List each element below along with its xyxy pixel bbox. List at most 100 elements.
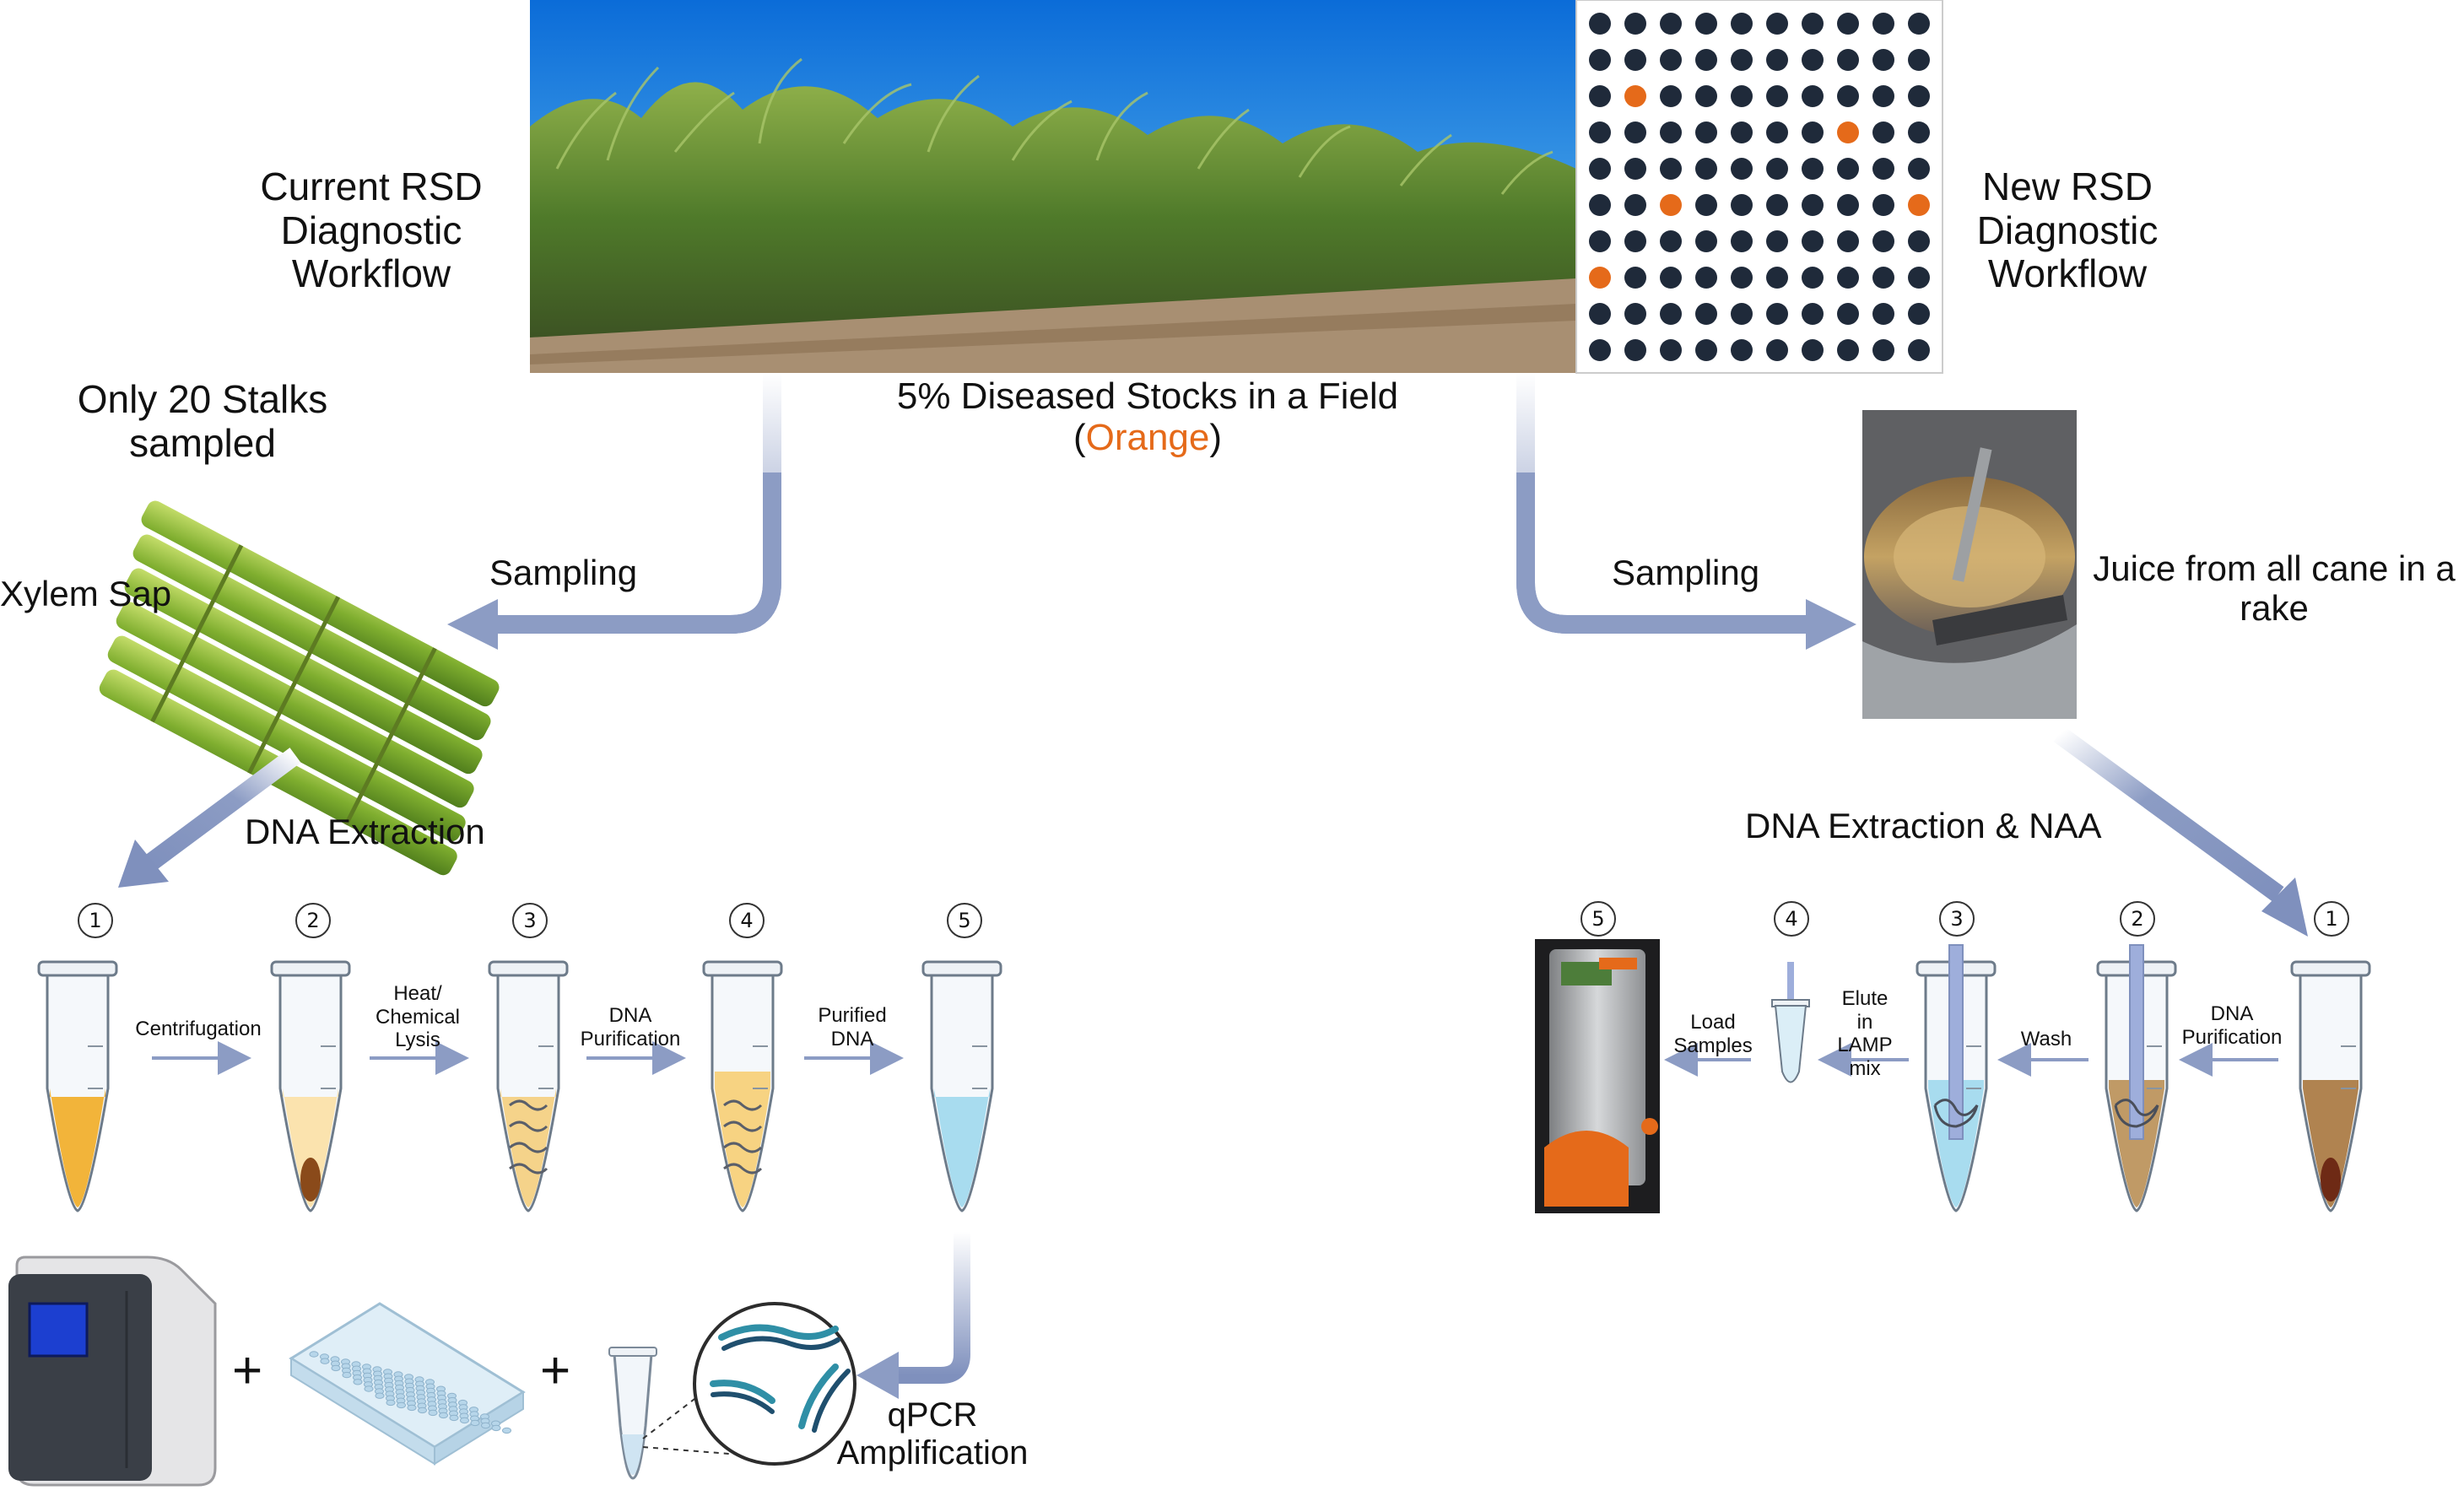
caption-paren-close: ) [1209, 417, 1223, 459]
step-label-dna-purification-left: DNA Purification [567, 1004, 694, 1050]
diseased-stalk-dot [1660, 194, 1682, 216]
right-tube-row [1771, 944, 2371, 1212]
diseased-stalk-dot [1908, 194, 1930, 216]
lamp-device-photo [1535, 939, 1660, 1213]
plate-well [342, 1371, 352, 1379]
healthy-stalk-dot [1872, 194, 1894, 216]
purified-line2: DNA [830, 1027, 874, 1050]
qpcr-amplification-label: qPCR Amplification [831, 1396, 1034, 1472]
healthy-stalk-dot [1837, 13, 1859, 35]
step-number-1: 1 [78, 903, 113, 938]
plate-well [375, 1392, 385, 1399]
right-sampling-arrowhead [1806, 599, 1856, 650]
healthy-stalk-dot [1695, 267, 1717, 289]
healthy-stalk-dot [1660, 13, 1682, 35]
qpcr-line1: qPCR [887, 1396, 978, 1434]
caption-orange-word: Orange [1085, 417, 1210, 459]
plate-well [439, 1412, 448, 1419]
healthy-stalk-dot [1802, 85, 1824, 107]
heat-line1: Heat/ [393, 982, 442, 1005]
healthy-stalk-dot [1802, 230, 1824, 252]
stalks-line2: sampled [129, 420, 276, 465]
healthy-stalk-dot [1802, 194, 1824, 216]
plate-well [364, 1385, 374, 1392]
healthy-stalk-dot [1802, 339, 1824, 361]
healthy-stalk-dot [1589, 158, 1611, 180]
plus-sign-1: + [232, 1342, 263, 1400]
stalks-line1: Only 20 Stalks [77, 377, 328, 421]
healthy-stalk-dot [1766, 49, 1788, 71]
healthy-stalk-dot [1837, 230, 1859, 252]
healthy-stalk-dot [1766, 13, 1788, 35]
stalks-sampled-label: Only 20 Stalks sampled [51, 377, 354, 465]
load-line2: Samples [1673, 1034, 1753, 1057]
microcentrifuge-tube [1916, 944, 1997, 1212]
healthy-stalk-dot [1837, 158, 1859, 180]
diseased-stalk-grid [1589, 13, 1930, 361]
healthy-stalk-dot [1589, 339, 1611, 361]
new-title-line2: Diagnostic [1976, 208, 2159, 252]
left-sampling-label: Sampling [489, 553, 638, 592]
healthy-stalk-dot [1872, 13, 1894, 35]
healthy-stalk-dot [1731, 49, 1753, 71]
healthy-stalk-dot [1908, 267, 1930, 289]
right-sampling-label: Sampling [1612, 553, 1760, 592]
plate-well [428, 1409, 438, 1417]
qpcr-line2: Amplification [836, 1434, 1029, 1472]
diseased-stalk-dot [1624, 85, 1646, 107]
elute-line4: mix [1849, 1056, 1881, 1080]
dnap-right-line2: Purification [2181, 1025, 2283, 1049]
healthy-stalk-dot [1589, 230, 1611, 252]
healthy-stalk-dot [1802, 303, 1824, 325]
left-extraction-arrow [142, 748, 301, 872]
new-title-line1: New RSD [1982, 165, 2153, 208]
healthy-stalk-dot [1908, 230, 1930, 252]
purified-line1: Purified [818, 1004, 887, 1027]
step-label-dna-purification-right: DNA Purification [2169, 1002, 2295, 1049]
healthy-stalk-dot [1624, 339, 1646, 361]
left-tube-row [37, 960, 1002, 1212]
current-title-line3: Workflow [291, 251, 451, 296]
plate-well [407, 1404, 417, 1412]
juice-line2: rake [2240, 588, 2309, 629]
current-title-line2: Diagnostic [280, 208, 462, 252]
healthy-stalk-dot [1624, 49, 1646, 71]
healthy-stalk-dot [1695, 13, 1717, 35]
step-number-3: 3 [512, 903, 548, 938]
qpcr-machine [8, 1256, 217, 1487]
plate-well [397, 1401, 406, 1409]
step-number-1: 1 [2314, 901, 2349, 937]
microcentrifuge-tube [270, 960, 351, 1212]
healthy-stalk-dot [1660, 230, 1682, 252]
step-number-5: 5 [947, 903, 982, 938]
healthy-stalk-dot [1589, 49, 1611, 71]
microcentrifuge-tube [2096, 944, 2177, 1212]
healthy-stalk-dot [1908, 122, 1930, 143]
new-workflow-title: New RSD Diagnostic Workflow [1949, 165, 2186, 296]
healthy-stalk-dot [1589, 303, 1611, 325]
healthy-stalk-dot [1872, 267, 1894, 289]
healthy-stalk-dot [1872, 158, 1894, 180]
step-number-3: 3 [1939, 901, 1975, 937]
healthy-stalk-dot [1731, 13, 1753, 35]
microcentrifuge-tube [488, 960, 569, 1212]
plus-sign-2: + [540, 1342, 571, 1400]
microcentrifuge-tube [921, 960, 1002, 1212]
dot-grid-panel [1575, 0, 1943, 374]
step-label-elute: Elute in LAMP mix [1823, 987, 1907, 1080]
healthy-stalk-dot [1802, 49, 1824, 71]
healthy-stalk-dot [1766, 303, 1788, 325]
healthy-stalk-dot [1766, 122, 1788, 143]
step-number-2: 2 [295, 903, 331, 938]
pcr-96-well-plate [289, 1302, 526, 1466]
load-line1: Load [1690, 1011, 1736, 1034]
healthy-stalk-dot [1695, 122, 1717, 143]
small-lamp-tube [1771, 962, 1810, 1083]
healthy-stalk-dot [1766, 194, 1788, 216]
elute-line1: Elute [1841, 987, 1889, 1010]
healthy-stalk-dot [1908, 158, 1930, 180]
healthy-stalk-dot [1660, 122, 1682, 143]
right-dna-extraction-label: DNA Extraction & NAA [1745, 806, 2102, 845]
healthy-stalk-dot [1660, 158, 1682, 180]
